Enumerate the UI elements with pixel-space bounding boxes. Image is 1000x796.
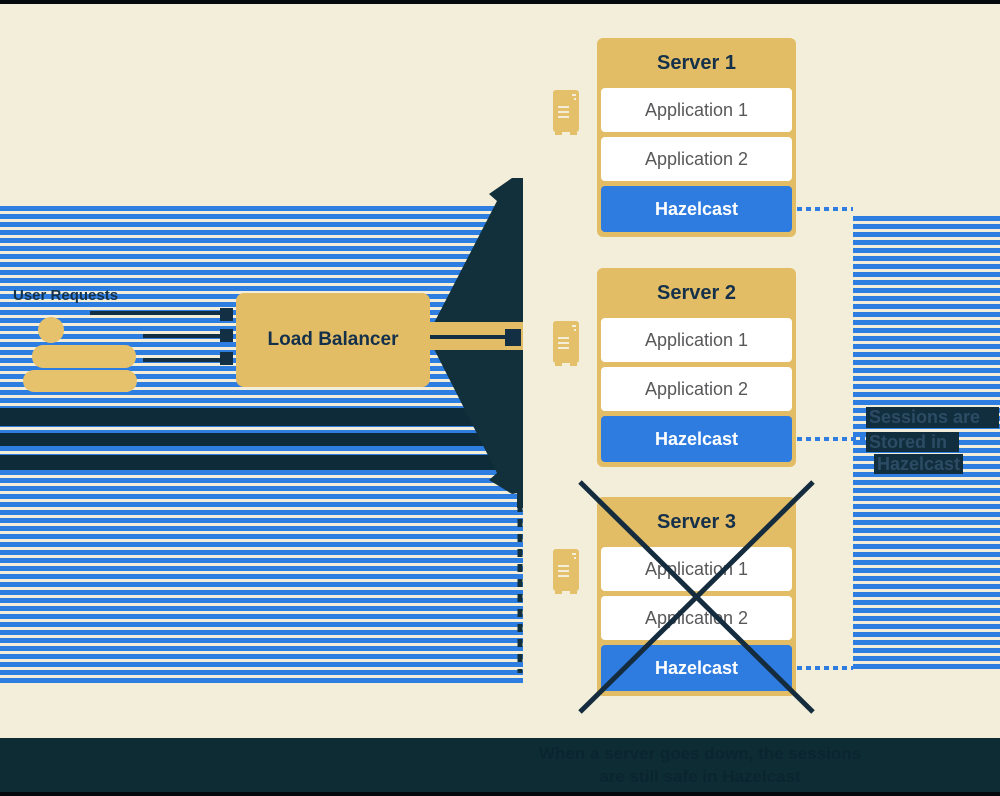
server-tower-icon [553,90,579,135]
application-row: Application 1 [601,318,792,362]
annotation-line: Sessions are [866,407,999,428]
load-balancer-label: Load Balancer [267,329,399,351]
hazelcast-link-line [797,437,867,441]
hazelcast-row: Hazelcast [601,416,792,462]
request-node [220,352,233,365]
annotation-line: Stored in [866,432,959,452]
footer-caption: When a server goes down, the sessions ar… [510,742,890,789]
request-node [220,308,233,321]
server-tower-icon [553,321,579,366]
hazelcast-row: Hazelcast [601,186,792,232]
server-title: Server 2 [657,281,736,304]
flow-arrow-icon [433,178,523,673]
hazelcast-row: Hazelcast [601,645,792,691]
glitch-stripes-left [0,206,523,686]
application-row: Application 2 [601,367,792,411]
server-title: Server 3 [657,510,736,533]
annotation-line: Hazelcast [874,454,963,474]
request-line [143,334,222,338]
bottom-letterbox-bar [0,792,1000,796]
lb-output-line [430,335,507,339]
request-node [220,329,233,342]
request-line [90,311,222,315]
top-letterbox-bar [0,0,1000,4]
crossed-out-x-icon [578,480,815,714]
server-card: Server 1 Application 1 Application 2 Haz… [597,38,796,237]
footer-caption-line: When a server goes down, the sessions [538,744,862,763]
glitch-band [0,433,523,446]
hazelcast-link-line [797,666,853,670]
glitch-band [0,408,523,426]
user-requests-label: User Requests [13,287,119,304]
application-row: Application 1 [601,88,792,132]
request-line [143,358,222,362]
load-balancer-box: Load Balancer [236,293,430,387]
footer-caption-line: are still safe in Hazelcast [599,767,801,787]
application-row: Application 2 [601,137,792,181]
server-tower-icon [553,549,579,594]
users-icon [23,317,137,392]
hazelcast-link-line [797,207,853,211]
application-row: Application 2 [601,596,792,640]
server-card: Server 2 Application 1 Application 2 Haz… [597,268,796,467]
lb-output-node [505,329,521,346]
glitch-band [0,455,523,470]
server-title: Server 1 [657,51,736,74]
application-row: Application 1 [601,547,792,591]
footer-band: When a server goes down, the sessions ar… [0,738,1000,792]
